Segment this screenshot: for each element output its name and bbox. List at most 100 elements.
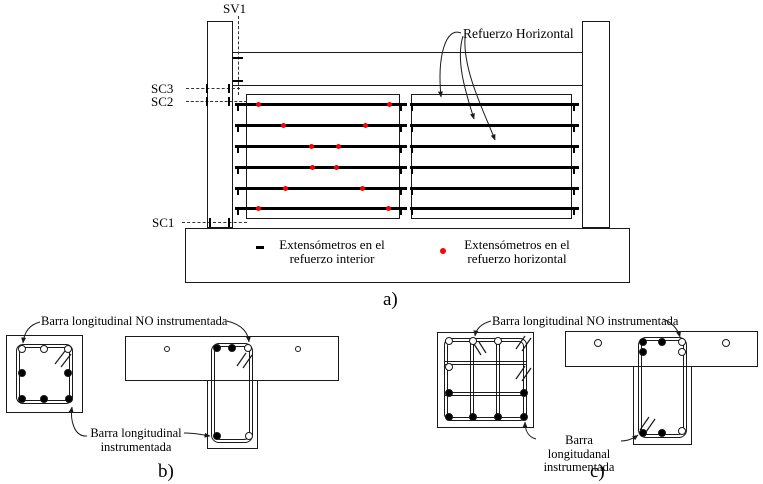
legend-interior-line2: refuerzo interior bbox=[289, 251, 375, 267]
sc2-dashed-line bbox=[186, 101, 247, 102]
interior-extensometer-mark bbox=[573, 104, 575, 111]
sv1-extensometer-tick-2 bbox=[233, 80, 243, 82]
sensor-label-sc1: SC1 bbox=[152, 215, 175, 230]
b-label-instrumented-line2: instrumentada bbox=[100, 439, 172, 454]
horizontal-rebar-left bbox=[235, 124, 407, 127]
b-non-instrumented-bar bbox=[164, 346, 170, 352]
c-square-grid-v1a bbox=[470, 339, 471, 420]
c-instrumented-bar bbox=[639, 429, 647, 437]
b-instrumented-bar bbox=[40, 395, 48, 403]
interior-extensometer-mark bbox=[411, 104, 413, 111]
horizontal-extensometer-dot bbox=[335, 143, 341, 149]
horizontal-extensometer-dot bbox=[255, 101, 261, 107]
c-instrumented-bar bbox=[445, 389, 453, 397]
interior-extensometer-mark bbox=[237, 167, 239, 174]
legend-interior-text: Extensómetros en el refuerzo interior bbox=[272, 237, 392, 267]
horizontal-extensometer-dot bbox=[359, 185, 365, 191]
sc1-dashed-line bbox=[182, 222, 247, 223]
b-instrumented-bar bbox=[213, 344, 221, 352]
interior-extensometer-mark bbox=[237, 208, 239, 215]
c-instrumented-bar bbox=[658, 429, 666, 437]
c-instrumented-bar bbox=[520, 413, 528, 421]
b-label-instrumented-line1: Barra longitudinal bbox=[90, 426, 182, 440]
horizontal-rebar-right bbox=[410, 166, 579, 169]
legend-horizontal-text: Extensómetros en el refuerzo horizontal bbox=[457, 237, 577, 266]
horizontal-rebar-left bbox=[235, 207, 407, 210]
b-instrumented-bar bbox=[65, 395, 73, 403]
c-square-grid-v2a bbox=[496, 339, 497, 420]
sv1-extensometer-tick-1 bbox=[233, 57, 243, 59]
c-instrumented-bar bbox=[520, 389, 528, 397]
b-stem-stirrup-inner bbox=[214, 346, 250, 440]
c-square-grid-v1b bbox=[473, 339, 474, 420]
part-label-c: c) bbox=[590, 461, 605, 482]
interior-extensometer-mark bbox=[400, 188, 402, 195]
b-stem-stirrup-outer bbox=[211, 343, 253, 443]
horizontal-rebar-left bbox=[235, 187, 407, 190]
c-instrumented-bar bbox=[494, 413, 502, 421]
horizontal-extensometer-dot bbox=[333, 164, 339, 170]
interior-extensometer-mark bbox=[237, 104, 239, 111]
horizontal-extensometer-dot bbox=[308, 143, 314, 149]
left-column bbox=[207, 21, 233, 228]
interior-extensometer-mark bbox=[237, 188, 239, 195]
horizontal-extensometer-dot bbox=[282, 185, 288, 191]
sc3-tick-1 bbox=[206, 84, 208, 93]
b-square-stirrup-outer bbox=[16, 344, 73, 404]
c-square-grid-h1b bbox=[445, 364, 526, 365]
legend-interior-line1: Extensómetros en el bbox=[279, 237, 385, 252]
top-beam-soffit-line bbox=[233, 52, 582, 53]
interior-extensometer-mark bbox=[237, 146, 239, 153]
horizontal-extensometer-dot bbox=[362, 122, 368, 128]
b-instrumented-bar bbox=[213, 432, 221, 440]
c-label-instrumented-line2: instrumentada bbox=[543, 460, 615, 474]
interior-extensometer-mark bbox=[411, 125, 413, 132]
interior-extensometer-mark bbox=[400, 125, 402, 132]
interior-extensometer-mark bbox=[400, 167, 402, 174]
interior-extensometer-mark bbox=[573, 188, 575, 195]
wall-top-edge-line bbox=[233, 85, 582, 86]
sensor-label-sv1: SV1 bbox=[223, 1, 247, 16]
c-non-instrumented-bar bbox=[594, 339, 602, 347]
part-label-a: a) bbox=[383, 289, 398, 310]
c-label-no-instrumented: Barra longitudinal NO instrumentada bbox=[492, 314, 679, 328]
right-column bbox=[582, 21, 610, 228]
interior-extensometer-mark bbox=[400, 104, 402, 111]
b-non-instrumented-bar bbox=[295, 346, 301, 352]
interior-extensometer-mark bbox=[411, 188, 413, 195]
sc3-dashed-line bbox=[186, 88, 240, 89]
horizontal-extensometer-dot bbox=[309, 164, 315, 170]
sc1-tick-2 bbox=[228, 218, 230, 227]
c-non-instrumented-bar bbox=[494, 337, 502, 345]
sc2-tick-2 bbox=[228, 97, 230, 106]
horizontal-rebar-right bbox=[410, 187, 579, 190]
interior-extensometer-mark bbox=[573, 125, 575, 132]
horizontal-rebar-right bbox=[410, 124, 579, 127]
b-instrumented-bar bbox=[64, 369, 72, 377]
c-stem-stirrup-outer bbox=[638, 337, 687, 438]
c-non-instrumented-bar bbox=[722, 339, 730, 347]
b-instrumented-bar bbox=[18, 395, 26, 403]
sc1-tick-1 bbox=[209, 218, 211, 227]
interior-extensometer-mark bbox=[411, 167, 413, 174]
legend-horizontal-marker bbox=[440, 248, 446, 254]
wall-panel-left bbox=[246, 94, 400, 219]
horizontal-rebar-right bbox=[410, 207, 579, 210]
horizontal-extensometer-dot bbox=[255, 205, 261, 211]
c-label-instrumented-line1: Barra longitudanal bbox=[547, 433, 611, 461]
legend-horizontal-line1: Extensómetros en el bbox=[464, 237, 570, 252]
horizontal-rebar-left bbox=[235, 145, 407, 148]
c-non-instrumented-bar bbox=[678, 427, 686, 435]
interior-extensometer-mark bbox=[411, 146, 413, 153]
b-non-instrumented-bar bbox=[64, 345, 72, 353]
b-square-stirrup-inner bbox=[19, 347, 70, 401]
c-square-grid-h2b bbox=[445, 395, 526, 396]
c-square-grid-v2b bbox=[499, 339, 500, 420]
horizontal-rebar-right bbox=[410, 145, 579, 148]
interior-extensometer-mark bbox=[400, 208, 402, 215]
c-non-instrumented-bar bbox=[678, 348, 686, 356]
sensor-label-sc3: SC3 bbox=[151, 81, 174, 96]
b-non-instrumented-bar bbox=[40, 345, 48, 353]
legend-interior-marker bbox=[256, 246, 264, 249]
